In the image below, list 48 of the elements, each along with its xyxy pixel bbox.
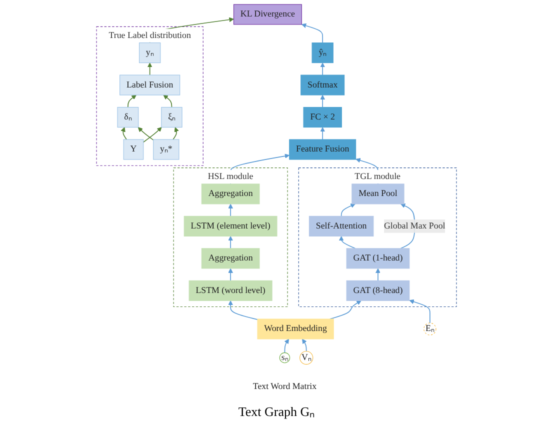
edge-label: Global Max Pool: [384, 221, 446, 231]
node-circle: Vₙ: [300, 350, 314, 365]
node-box: Y: [123, 139, 144, 160]
arrow: [409, 299, 430, 324]
arrow: [163, 94, 172, 108]
arrow: [228, 236, 233, 249]
arrow: [376, 268, 380, 282]
node-box: KL Divergence: [233, 4, 302, 25]
node-box: FC × 2: [303, 106, 342, 128]
node-box: GAT (1-head): [346, 248, 410, 269]
arrow: [172, 127, 179, 140]
arrow: [128, 94, 136, 108]
arrow: [142, 127, 162, 143]
arrow: [147, 62, 152, 76]
node-box: Word Embedding: [257, 318, 334, 340]
node-box: yₙ*: [153, 139, 180, 160]
arrow: [228, 204, 233, 217]
node-box: LSTM (element level): [184, 216, 278, 236]
arrow: [228, 300, 258, 320]
arrow: [330, 300, 362, 320]
node-box: Aggregation: [201, 248, 260, 269]
arrow: [320, 127, 326, 140]
node-box: Label Fusion: [120, 74, 180, 96]
node-circle: Eₙ: [424, 322, 436, 336]
arrow: [228, 268, 233, 282]
node-box: Softmax: [300, 74, 345, 96]
node-box: Self-Attention: [308, 216, 374, 236]
node-label: Text Word Matrix: [252, 382, 317, 391]
node-box: ξₙ: [161, 106, 182, 128]
arrow: [138, 127, 154, 140]
node-box: LSTM (word level): [188, 280, 272, 301]
node-box: ŷₙ: [312, 42, 334, 64]
arrow: [284, 338, 290, 354]
caption-text: Text Graph Gₙ: [238, 403, 315, 420]
node-box: δₙ: [117, 106, 139, 128]
node-box: GAT (8-head): [346, 280, 410, 301]
node-box: Feature Fusion: [289, 139, 356, 160]
arrow: [320, 94, 326, 108]
node-circle: sₙ: [279, 352, 290, 364]
arrow: [302, 338, 307, 352]
arrow: [120, 127, 127, 140]
node-box: yₙ: [138, 42, 161, 64]
arrow: [320, 62, 326, 76]
node-box: Aggregation: [201, 184, 260, 204]
arrow: [340, 204, 356, 217]
arrow: [301, 23, 323, 44]
node-box: Mean Pool: [352, 184, 404, 204]
arrow: [338, 236, 356, 249]
